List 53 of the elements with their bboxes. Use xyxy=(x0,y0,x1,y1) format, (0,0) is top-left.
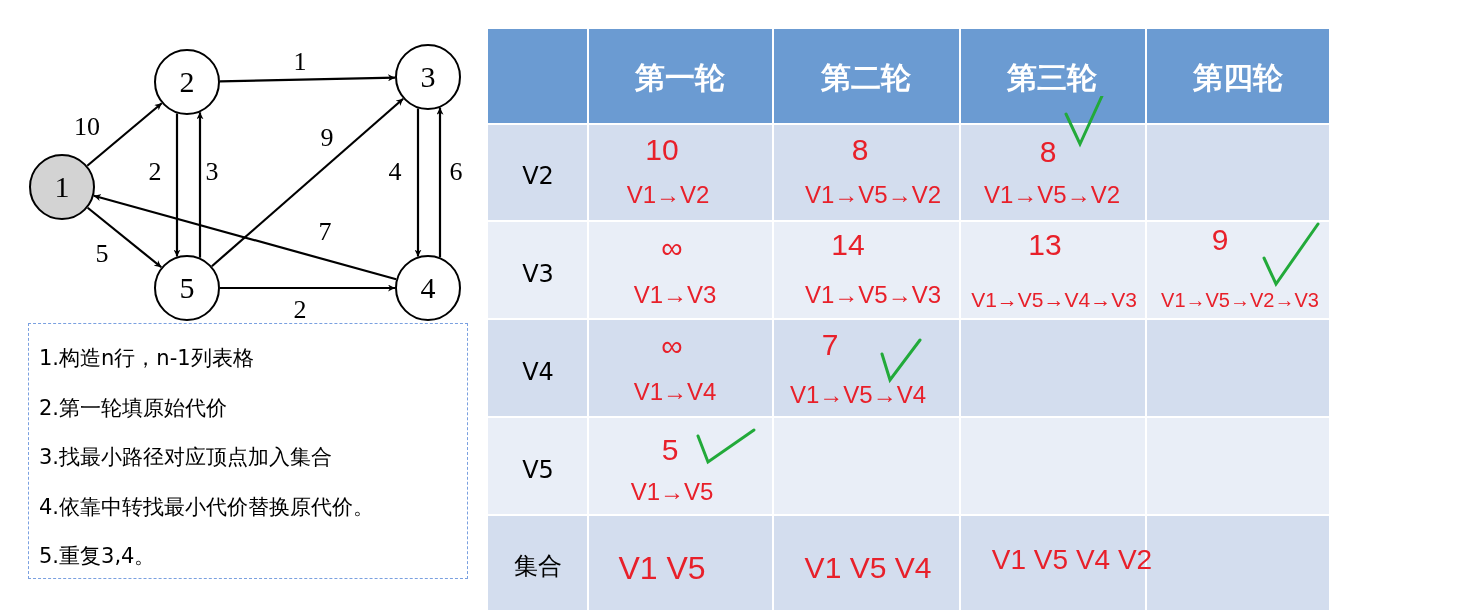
row-header: V4 xyxy=(522,358,554,386)
vertex-circle: 1 xyxy=(29,154,95,220)
column-header: 第二轮 xyxy=(821,58,911,97)
column-header: 第一轮 xyxy=(635,58,725,97)
handwritten-entry: 8 xyxy=(1039,135,1057,169)
note-box xyxy=(28,323,468,579)
handwritten-entry: 14 xyxy=(831,228,865,262)
arrow xyxy=(173,113,181,257)
handwritten-entry: V1 V5 V4 V2 xyxy=(991,544,1153,576)
arrow xyxy=(196,112,204,258)
note-text: 2.第一轮填原始代价 xyxy=(39,394,228,422)
handwritten-entry: 7 xyxy=(821,328,839,362)
handwritten-entry: ∞ xyxy=(661,329,683,363)
handwritten-entry: 8 xyxy=(851,133,869,167)
handwritten-entry: V1→V5→V2→V3 xyxy=(1161,288,1319,312)
handwritten-entry: 5 xyxy=(661,433,679,467)
row-header: 集合 xyxy=(514,551,562,582)
note-text: 1.构造n行，n-1列表格 xyxy=(39,345,254,372)
handwritten-entry: V1→V5→V4→V3 xyxy=(971,288,1137,312)
arrow xyxy=(436,107,444,258)
row-header: V2 xyxy=(522,162,554,190)
note-text: 3.找最小路径对应顶点加入集合 xyxy=(39,444,333,471)
vertex-circle: 2 xyxy=(154,49,220,115)
handwritten-entry: V1→V5→V3 xyxy=(804,281,942,309)
handwritten-entry: V1→V2 xyxy=(626,181,710,209)
arrow xyxy=(211,97,404,268)
handwritten-entry: ∞ xyxy=(661,231,683,265)
row-header: V3 xyxy=(522,260,554,288)
column-header: 第四轮 xyxy=(1193,58,1283,97)
handwritten-entry: V1→V4 xyxy=(633,378,717,406)
column-header: 第三轮 xyxy=(1007,58,1097,97)
handwritten-entry: V1 V5 V4 xyxy=(804,551,932,585)
vertex-circle: 4 xyxy=(395,255,461,321)
row-header: V5 xyxy=(522,456,554,484)
note-text: 4.依靠中转找最小代价替换原代价。 xyxy=(39,493,375,521)
handwritten-entry: V1→V5→V2 xyxy=(804,181,942,209)
arrow xyxy=(414,108,422,257)
note-text: 5.重复3,4。 xyxy=(39,543,156,570)
arrow xyxy=(86,102,163,167)
vertex-circle: 5 xyxy=(154,255,220,321)
arrow xyxy=(220,284,395,292)
arrow xyxy=(219,74,396,83)
handwritten-entry: 10 xyxy=(645,133,679,167)
handwritten-entry: V1 V5 xyxy=(618,549,706,587)
arrow xyxy=(86,206,163,269)
handwritten-entry: V1→V5→V2 xyxy=(983,181,1121,209)
handwritten-entry: V1→V3 xyxy=(633,281,717,309)
handwritten-entry: 13 xyxy=(1028,228,1062,262)
handwritten-entry: V1→V5 xyxy=(630,478,714,506)
handwritten-entry: 9 xyxy=(1211,223,1229,257)
handwritten-entry: V1→V5→V4 xyxy=(789,381,927,409)
vertex-circle: 3 xyxy=(395,44,461,110)
arrow xyxy=(93,194,397,281)
